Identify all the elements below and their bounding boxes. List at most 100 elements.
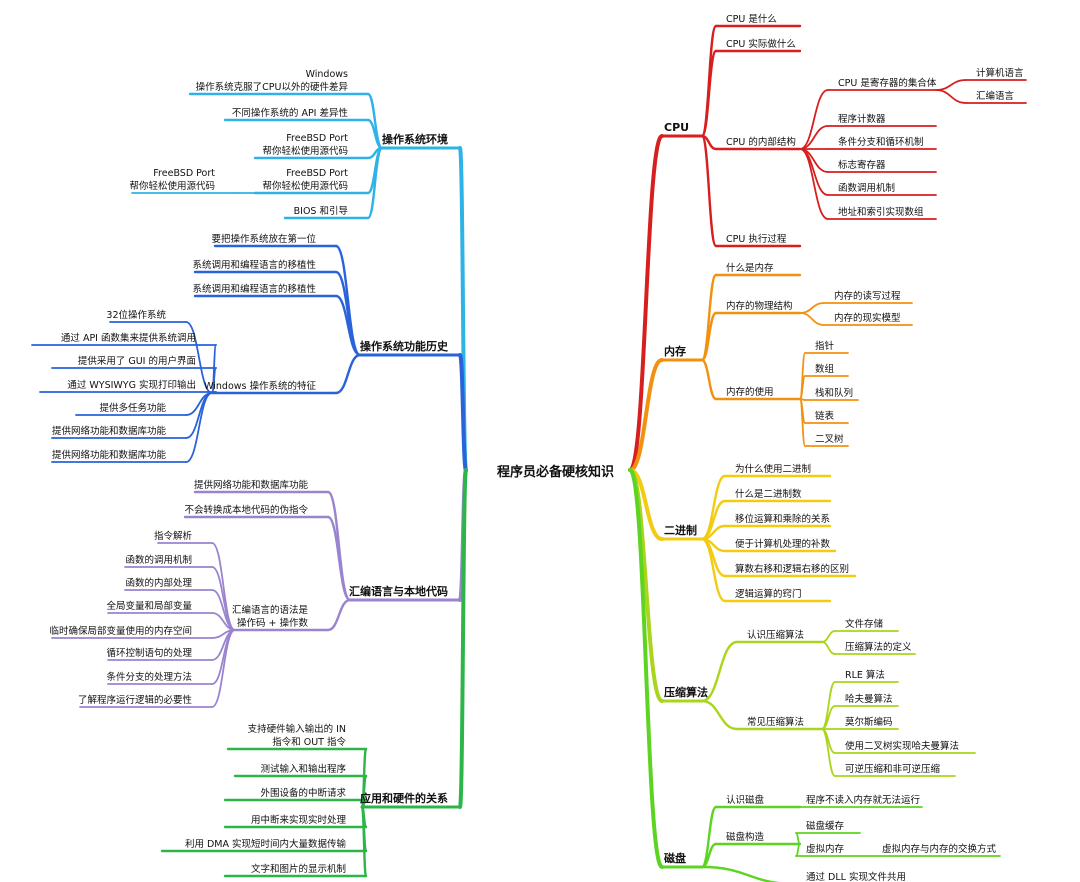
branch-os_env[interactable]: 操作系统环境 (382, 132, 448, 146)
branch-os_history[interactable]: 操作系统功能历史 (360, 339, 449, 353)
node-branches-os_history-children-3-children-2[interactable]: 提供采用了 GUI 的用户界面 (78, 355, 196, 367)
node-branches-memory-children-2-children-0[interactable]: 指针 (815, 340, 835, 352)
node-branches-cpu-children-2-children-0-children-1[interactable]: 汇编语言 (976, 90, 1015, 102)
node-branches-os_env-children-2-line1[interactable]: 帮你轻松使用源代码 (262, 145, 348, 157)
node-branches-compression-children-1-children-4[interactable]: 可逆压缩和非可逆压缩 (845, 763, 941, 775)
node-branches-compression-children-1[interactable]: 常见压缩算法 (747, 716, 804, 728)
node-branches-os_env-children-1[interactable]: 不同操作系统的 API 差异性 (232, 107, 349, 119)
node-branches-os_history-children-3-children-0[interactable]: 32位操作系统 (106, 309, 166, 321)
node-branches-cpu-children-0[interactable]: CPU 是什么 (726, 13, 777, 25)
node-branches-disk-children-0[interactable]: 认识磁盘 (726, 794, 765, 806)
node-branches-binary-children-5[interactable]: 逻辑运算的窍门 (735, 588, 802, 600)
node-branches-os_history-children-2[interactable]: 系统调用和编程语言的移植性 (192, 283, 316, 295)
node-branches-memory-children-1-children-0[interactable]: 内存的读写过程 (834, 290, 901, 302)
node-branches-os_env-children-2-line0[interactable]: FreeBSD Port (286, 133, 348, 144)
node-branches-assembly-children-2-children-1[interactable]: 函数的调用机制 (125, 554, 192, 566)
node-branches-cpu-children-2[interactable]: CPU 的内部结构 (726, 136, 796, 148)
branch-cpu[interactable]: CPU (664, 121, 689, 134)
node-branches-hardware-children-1[interactable]: 测试输入和输出程序 (260, 763, 346, 775)
node-branches-os_history-children-3-children-1[interactable]: 通过 API 函数集来提供系统调用 (61, 332, 196, 344)
connector-branches-memory-children-2-children-4 (799, 398, 806, 447)
node-branches-compression-children-1-children-3[interactable]: 使用二叉树实现哈夫曼算法 (845, 740, 959, 752)
node-branches-compression-children-0-children-1[interactable]: 压缩算法的定义 (845, 641, 912, 653)
node-branches-assembly-children-1[interactable]: 不会转换成本地代码的伪指令 (184, 504, 308, 516)
node-branches-os_env-children-0-line1[interactable]: 操作系统克服了CPU以外的硬件差异 (196, 81, 349, 93)
node-branches-memory-children-1-children-1[interactable]: 内存的现实模型 (834, 312, 901, 324)
node-branches-compression-children-1-children-2[interactable]: 莫尔斯编码 (845, 716, 893, 728)
node-branches-hardware-children-3[interactable]: 用中断来实现实时处理 (251, 814, 347, 826)
node-branches-os_env-children-3-children-0-line0[interactable]: FreeBSD Port (153, 168, 215, 179)
node-branches-os_history-children-0[interactable]: 要把操作系统放在第一位 (211, 233, 316, 245)
node-branches-assembly-children-2-line0[interactable]: 汇编语言的语法是 (232, 604, 309, 616)
connector-branches-memory-children-1-children-0 (799, 302, 825, 314)
node-branches-cpu-children-2-children-2[interactable]: 条件分支和循环机制 (838, 136, 924, 148)
node-branches-cpu-children-3[interactable]: CPU 执行过程 (726, 233, 787, 245)
node-branches-hardware-children-4[interactable]: 利用 DMA 实现短时间内大量数据传输 (185, 838, 347, 850)
node-branches-assembly-children-2-line1[interactable]: 操作码 + 操作数 (237, 617, 308, 629)
node-branches-cpu-children-2-children-3[interactable]: 标志寄存器 (838, 159, 886, 171)
branch-binary[interactable]: 二进制 (664, 523, 697, 537)
node-branches-os_history-children-3-children-4[interactable]: 提供多任务功能 (99, 402, 166, 414)
node-branches-os_history-children-3-children-3[interactable]: 通过 WYSIWYG 实现打印输出 (67, 379, 196, 391)
central-topic[interactable]: 程序员必备硬核知识 (497, 464, 614, 480)
node-branches-disk-children-1-children-1[interactable]: 虚拟内存 (806, 843, 845, 855)
node-branches-cpu-children-2-children-0-children-0[interactable]: 计算机语言 (976, 67, 1024, 79)
node-branches-memory-children-2-children-1[interactable]: 数组 (815, 363, 835, 375)
node-branches-binary-children-4[interactable]: 算数右移和逻辑右移的区别 (735, 563, 849, 575)
node-branches-cpu-children-1[interactable]: CPU 实际做什么 (726, 38, 796, 50)
node-branches-hardware-children-0-line1[interactable]: 指令和 OUT 指令 (272, 736, 346, 748)
node-branches-memory-children-2[interactable]: 内存的使用 (726, 386, 774, 398)
node-branches-os_env-children-3-children-0-line1[interactable]: 帮你轻松使用源代码 (129, 180, 215, 192)
connector-branches-cpu-children-2-children-0-children-0 (935, 79, 967, 91)
node-branches-binary-children-1[interactable]: 什么是二进制数 (735, 488, 802, 500)
node-branches-memory-children-0[interactable]: 什么是内存 (726, 262, 774, 274)
node-branches-assembly-children-2-children-5[interactable]: 循环控制语句的处理 (106, 647, 192, 659)
node-branches-memory-children-2-children-3[interactable]: 链表 (815, 410, 835, 422)
node-branches-os_history-children-3-children-5[interactable]: 提供网络功能和数据库功能 (52, 425, 167, 437)
node-branches-compression-children-1-children-1[interactable]: 哈夫曼算法 (845, 693, 893, 705)
node-branches-disk-children-0-children-0[interactable]: 程序不读入内存就无法运行 (806, 794, 921, 806)
node-branches-binary-children-2[interactable]: 移位运算和乘除的关系 (735, 513, 830, 525)
node-branches-memory-children-1[interactable]: 内存的物理结构 (726, 300, 793, 312)
node-branches-os_env-children-3-line0[interactable]: FreeBSD Port (286, 168, 348, 179)
node-branches-cpu-children-2-children-0[interactable]: CPU 是寄存器的集合体 (838, 77, 937, 89)
node-branches-cpu-children-2-children-5[interactable]: 地址和索引实现数组 (838, 206, 924, 218)
branch-disk[interactable]: 磁盘 (664, 851, 686, 865)
node-branches-assembly-children-2-children-2[interactable]: 函数的内部处理 (125, 577, 192, 589)
node-branches-disk-children-2[interactable]: 通过 DLL 实现文件共用 (806, 871, 906, 882)
branch-memory[interactable]: 内存 (664, 344, 686, 358)
node-branches-binary-children-0[interactable]: 为什么使用二进制 (735, 463, 811, 475)
node-branches-os_env-children-4[interactable]: BIOS 和引导 (294, 206, 348, 217)
node-branches-cpu-children-2-children-1[interactable]: 程序计数器 (838, 113, 886, 125)
connector-branches-cpu-children-2-children-0-children-1 (935, 89, 967, 104)
branch-compression[interactable]: 压缩算法 (664, 685, 708, 699)
node-branches-compression-children-1-children-0[interactable]: RLE 算法 (845, 669, 885, 681)
connector-branches-compression-children-0-children-0 (821, 630, 836, 643)
node-branches-compression-children-0[interactable]: 认识压缩算法 (747, 629, 804, 641)
node-branches-assembly-children-2-children-6[interactable]: 条件分支的处理方法 (106, 671, 192, 683)
node-branches-os_env-children-3-line1[interactable]: 帮你轻松使用源代码 (262, 180, 348, 192)
node-branches-os_env-children-0-line0[interactable]: Windows (306, 69, 348, 80)
node-branches-disk-children-1[interactable]: 磁盘构造 (726, 831, 765, 843)
node-branches-assembly-children-2-children-4[interactable]: 临时确保局部变量使用的内存空间 (49, 625, 192, 637)
node-branches-memory-children-2-children-2[interactable]: 栈和队列 (815, 387, 853, 399)
branch-assembly[interactable]: 汇编语言与本地代码 (349, 584, 448, 598)
node-branches-os_history-children-3-children-6[interactable]: 提供网络功能和数据库功能 (52, 449, 167, 461)
node-branches-os_history-children-1[interactable]: 系统调用和编程语言的移植性 (192, 259, 316, 271)
node-branches-os_history-children-3[interactable]: Windows 操作系统的特征 (204, 380, 316, 392)
node-branches-assembly-children-0[interactable]: 提供网络功能和数据库功能 (194, 479, 309, 491)
node-branches-hardware-children-5[interactable]: 文字和图片的显示机制 (251, 863, 346, 875)
node-branches-hardware-children-2[interactable]: 外围设备的中断请求 (260, 787, 346, 799)
node-branches-disk-children-1-children-1-children-0[interactable]: 虚拟内存与内存的交换方式 (882, 843, 997, 855)
branch-hardware[interactable]: 应用和硬件的关系 (360, 791, 448, 805)
connector-branches-os_history-children-3-children-0 (185, 321, 213, 394)
node-branches-assembly-children-2-children-7[interactable]: 了解程序运行逻辑的必要性 (78, 694, 193, 706)
node-branches-assembly-children-2-children-3[interactable]: 全局变量和局部变量 (106, 600, 192, 612)
node-branches-assembly-children-2-children-0[interactable]: 指令解析 (154, 530, 193, 542)
node-branches-hardware-children-0-line0[interactable]: 支持硬件输入输出的 IN (248, 723, 346, 735)
node-branches-cpu-children-2-children-4[interactable]: 函数调用机制 (838, 182, 895, 194)
node-branches-binary-children-3[interactable]: 便于计算机处理的补数 (735, 538, 831, 550)
node-branches-compression-children-0-children-0[interactable]: 文件存储 (845, 618, 884, 630)
node-branches-disk-children-1-children-0[interactable]: 磁盘缓存 (806, 820, 845, 832)
node-branches-memory-children-2-children-4[interactable]: 二叉树 (815, 433, 844, 445)
